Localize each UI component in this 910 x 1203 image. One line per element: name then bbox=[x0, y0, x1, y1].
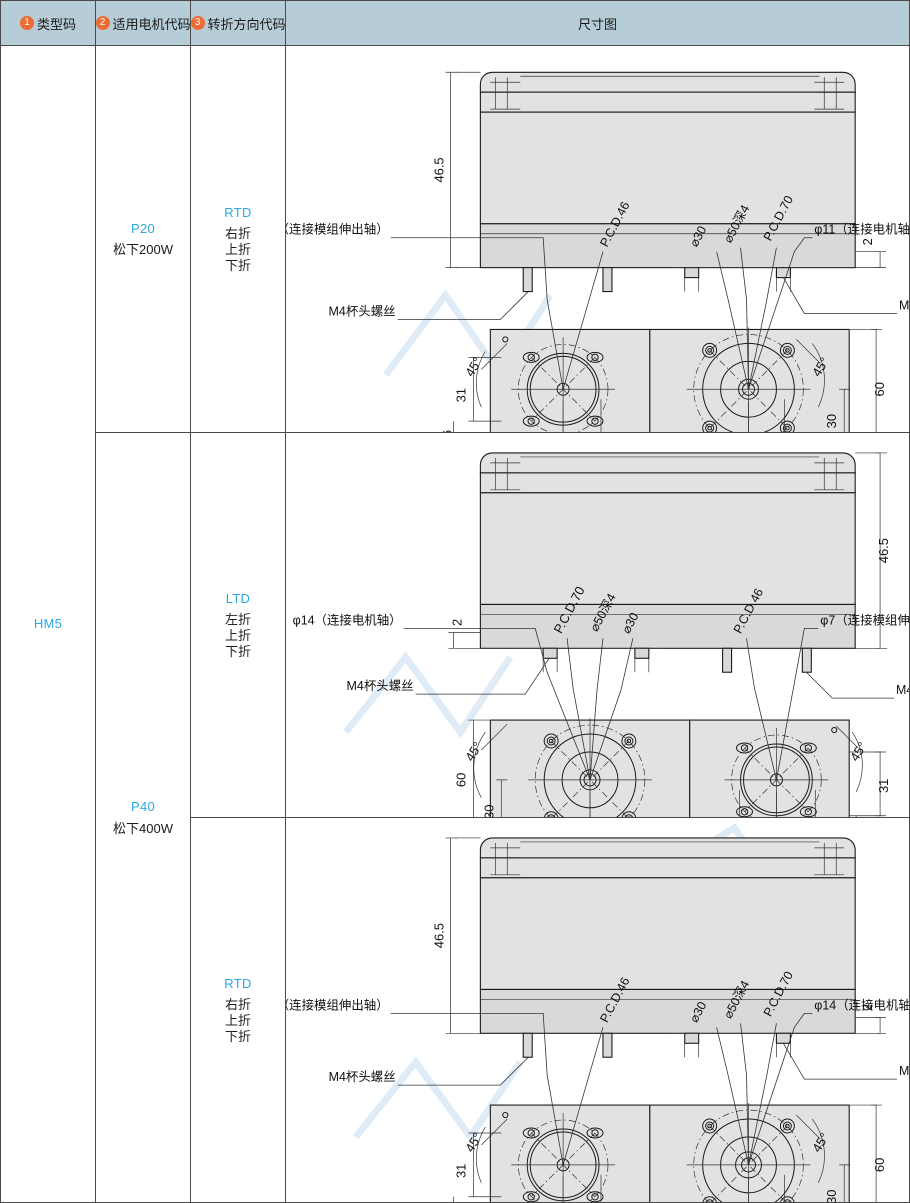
note-shaft-left-1: φ7（连接模组伸出轴） bbox=[286, 222, 389, 237]
direction-line-1c: 下折 bbox=[224, 258, 251, 274]
cell-motor-p40: P40 松下400W bbox=[95, 432, 191, 1203]
side-view-1: 46.5 2 M4杯头螺丝 M4杯头螺丝 bbox=[329, 71, 909, 320]
dim-foot-1: 2 bbox=[860, 238, 875, 245]
direction-line-2b: 上折 bbox=[224, 628, 251, 643]
dim-left-h-b-1: 26 bbox=[439, 430, 454, 433]
dim-height-2: 46.5 bbox=[876, 538, 891, 563]
note-shaft-right-1: φ11（连接电机轴） bbox=[814, 222, 909, 237]
drawing-rtd-p20: 46.5 2 M4杯头螺丝 M4杯头螺丝 bbox=[286, 71, 909, 433]
side-view-3: 46.5 2 M4杯头螺丝 M4杯头螺丝 bbox=[329, 837, 909, 1086]
direction-code-1: RTD bbox=[224, 205, 252, 221]
cell-type-code: HM5 bbox=[0, 45, 96, 1203]
direction-line-2c: 下折 bbox=[224, 644, 251, 660]
note-screw-right-2: M4杯头螺丝 bbox=[896, 684, 909, 698]
motor-desc-p20: 松下200W bbox=[113, 242, 173, 258]
cell-direction-ltd: LTD 左折 上折 下折 bbox=[190, 432, 286, 819]
dim-left-h-a-3: 31 bbox=[453, 1164, 468, 1178]
badge-2: 2 bbox=[95, 16, 110, 30]
cell-motor-p20: P20 松下200W bbox=[95, 44, 191, 434]
drawing-rtd-p40: 46.5 2 M4杯头螺丝 M4杯头螺丝 bbox=[286, 837, 909, 1202]
plan-view-2: 45° 45° P.C.D.70 ⌀50深4 ⌀30 φ14（连接电机轴） bbox=[293, 584, 909, 818]
dim-right-h-b-1: 30 bbox=[824, 414, 839, 428]
cell-drawing-1: 46.5 2 M4杯头螺丝 M4杯头螺丝 bbox=[285, 44, 910, 434]
cell-drawing-2: 46.5 2 M4杯头螺丝 M4杯头螺丝 bbox=[285, 432, 910, 819]
dim-left-h-b-2: 30 bbox=[481, 805, 496, 817]
dim-foot-2: 2 bbox=[449, 619, 464, 626]
note-shaft-left-3: φ7（连接模组伸出轴） bbox=[286, 998, 389, 1013]
direction-line-3b: 上折 bbox=[224, 1012, 251, 1028]
note-screw-right-3: M4杯头螺丝 bbox=[899, 1064, 909, 1078]
header-label-3: 转折方向代码 bbox=[207, 16, 286, 32]
badge-3: 3 bbox=[190, 16, 205, 30]
direction-line-1b: 上折 bbox=[224, 241, 251, 257]
cell-direction-rtd-2: RTD 右折 上折 下折 bbox=[190, 817, 286, 1203]
dim-foot-3: 2 bbox=[860, 1004, 875, 1011]
dim-right-h-a-2: 31 bbox=[876, 779, 891, 793]
note-screw-right-1: M4杯头螺丝 bbox=[899, 299, 909, 313]
dim-height-3: 46.5 bbox=[431, 923, 446, 948]
dim-right-h-a-3: 60 bbox=[872, 1158, 887, 1172]
table-row-2: P40 松下400W LTD 左折 上折 下折 bbox=[1, 432, 910, 1203]
header-dimension-drawing: 尺寸图 bbox=[285, 0, 910, 46]
badge-1: 1 bbox=[19, 16, 34, 30]
direction-line-3a: 右折 bbox=[224, 996, 251, 1012]
dim-left-h-a-2: 60 bbox=[453, 773, 468, 787]
cell-direction-rtd-1: RTD 右折 上折 下折 bbox=[190, 44, 286, 434]
direction-line-2a: 左折 bbox=[224, 611, 251, 627]
dim-angle-right-2: 45° bbox=[847, 740, 870, 765]
direction-code-2: LTD bbox=[225, 591, 251, 607]
dim-height-1: 46.5 bbox=[431, 157, 446, 182]
dim-right-h-a-1: 60 bbox=[872, 382, 887, 396]
direction-code-3: RTD bbox=[224, 975, 252, 991]
header-label-1: 类型码 bbox=[36, 16, 76, 32]
motor-desc-p40: 松下400W bbox=[113, 820, 173, 836]
motor-code-p20: P20 bbox=[130, 220, 156, 236]
header-label-2: 适用电机代码 bbox=[112, 16, 191, 32]
table-row-1: HM5 P20 松下200W RTD 右折 上折 下折 bbox=[0, 44, 910, 1203]
note-shaft-right-2: φ7（连接模组伸出轴） bbox=[820, 613, 909, 628]
drawing-ltd-p40: 46.5 2 M4杯头螺丝 M4杯头螺丝 bbox=[293, 452, 909, 818]
direction-line-3c: 下折 bbox=[224, 1029, 251, 1045]
dim-left-h-a-1: 31 bbox=[453, 388, 468, 402]
note-shaft-left-2: φ14（连接电机轴） bbox=[293, 613, 402, 628]
note-shaft-right-3: φ14（连接电机轴） bbox=[814, 998, 909, 1013]
note-screw-left-3: M4杯头螺丝 bbox=[329, 1070, 396, 1084]
type-code-value: HM5 bbox=[33, 616, 63, 632]
direction-line-1a: 右折 bbox=[224, 225, 251, 241]
dim-right-h-b-3: 30 bbox=[824, 1190, 839, 1202]
motor-code-p40: P40 bbox=[130, 799, 156, 815]
note-screw-left-2: M4杯头螺丝 bbox=[347, 680, 414, 694]
note-screw-left-1: M4杯头螺丝 bbox=[329, 304, 396, 318]
table-row-3: RTD 右折 上折 下折 bbox=[1, 817, 910, 1203]
cell-drawing-3: 46.5 2 M4杯头螺丝 M4杯头螺丝 bbox=[285, 817, 910, 1203]
